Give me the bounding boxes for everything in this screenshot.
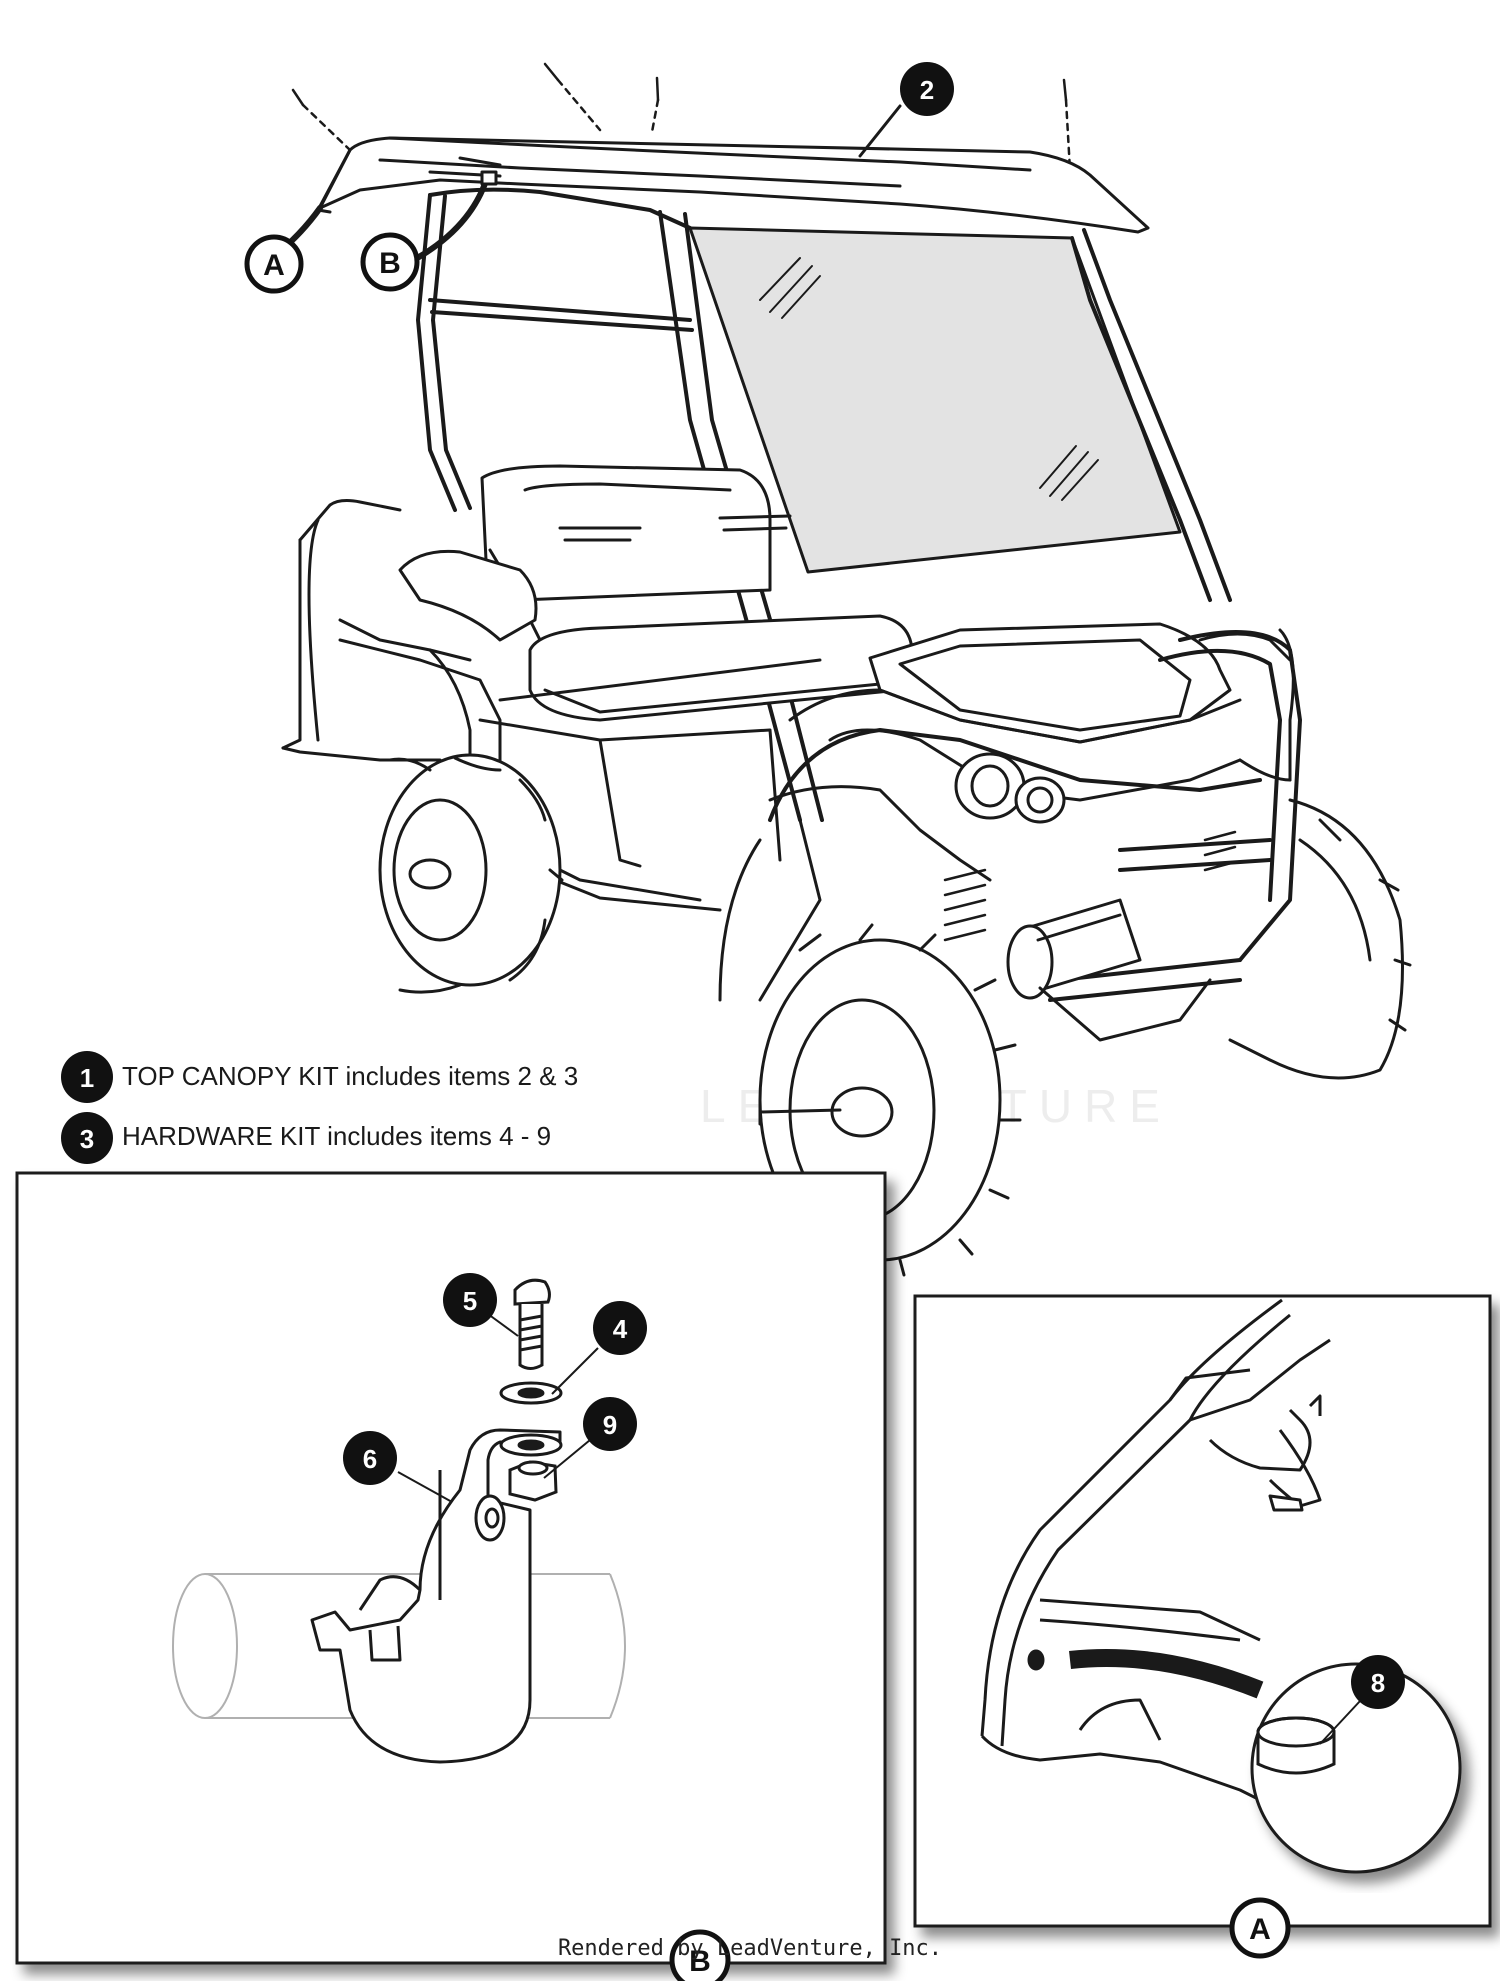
svg-text:1: 1 — [80, 1063, 94, 1093]
canopy-corner-detail — [980, 1298, 1331, 1812]
detail-a-label: A — [1229, 1897, 1291, 1959]
detail-b-label: B — [669, 1929, 731, 1981]
glass-reflections — [759, 257, 1099, 501]
callout-a: A — [244, 234, 304, 294]
callout-9: 9 — [583, 1397, 637, 1451]
detail-b-panel: 5 4 9 6 B — [15, 1171, 887, 1981]
roof-screws — [291, 62, 1072, 172]
front-seat — [528, 614, 914, 722]
golf-cart-illustration — [269, 62, 1412, 1277]
legend-item-1-text: TOP CANOPY KIT includes items 2 & 3 — [122, 1061, 578, 1091]
detail-a-panel: 8 A — [913, 1294, 1492, 1959]
rear-wheel — [378, 753, 564, 994]
magnified-spacer — [1250, 1662, 1462, 1874]
rear-seat — [480, 464, 792, 642]
svg-text:8: 8 — [1371, 1668, 1385, 1698]
legend-item-3-text: HARDWARE KIT includes items 4 - 9 — [122, 1121, 551, 1151]
callout-4: 4 — [593, 1301, 647, 1355]
callout-8: 8 — [1351, 1655, 1405, 1709]
winch — [1006, 898, 1212, 1042]
roof-tube — [172, 1573, 626, 1719]
grab-handle — [398, 549, 538, 642]
svg-text:A: A — [263, 249, 285, 282]
svg-text:B: B — [379, 247, 401, 280]
svg-text:A: A — [1249, 1913, 1271, 1946]
callout-5: 5 — [443, 1273, 497, 1327]
callout-6: 6 — [343, 1431, 397, 1485]
headlights — [954, 752, 1066, 824]
svg-text:6: 6 — [363, 1444, 377, 1474]
washers-and-nut — [499, 1381, 563, 1502]
svg-text:2: 2 — [920, 75, 934, 105]
legend-item-3: 3 HARDWARE KIT includes items 4 - 9 — [61, 1112, 551, 1164]
callout-b: B — [360, 232, 420, 292]
svg-text:5: 5 — [463, 1286, 477, 1316]
suspension-spring — [943, 830, 1237, 942]
legend-item-1: 1 TOP CANOPY KIT includes items 2 & 3 — [61, 1051, 578, 1103]
callout-2: 2 — [900, 62, 954, 116]
svg-text:B: B — [689, 1945, 711, 1978]
clamp-bracket — [310, 1428, 562, 1764]
far-front-wheel — [1228, 798, 1412, 1080]
svg-text:3: 3 — [80, 1124, 94, 1154]
svg-text:4: 4 — [613, 1314, 628, 1344]
svg-text:9: 9 — [603, 1410, 617, 1440]
bolt — [513, 1278, 551, 1370]
render-credit: Rendered by LeadVenture, Inc. — [557, 1936, 943, 1961]
